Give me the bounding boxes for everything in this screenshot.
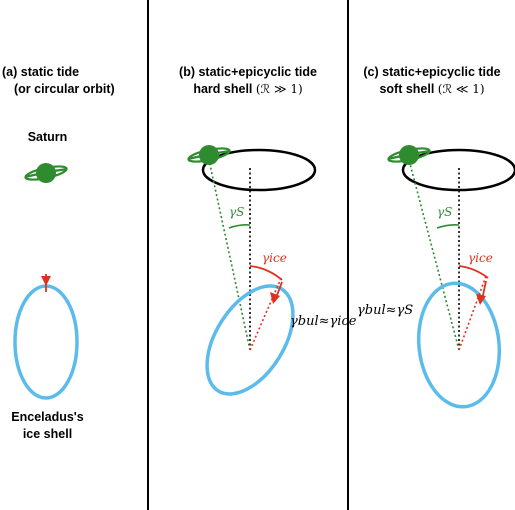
- panel-c-title-line2-row: soft shell (ℛ ≪ 1): [349, 81, 515, 98]
- shell-label-line1: Enceladus's: [11, 410, 84, 424]
- panel-b-title-line2-row: hard shell (ℛ ≫ 1): [149, 81, 347, 98]
- saturn-icon-b: [186, 143, 232, 167]
- gamma-ice-label-b: γice: [262, 251, 287, 265]
- gamma-s-label-b: γS: [229, 205, 245, 219]
- panel-c-title-regime: (ℛ ≪ 1): [437, 82, 485, 96]
- ice-marker-a: [41, 274, 51, 292]
- panel-c-title-line2: soft shell: [379, 82, 435, 96]
- ice-marker-c: [476, 280, 487, 305]
- ice-shell-c: [416, 281, 502, 409]
- gamma-s-arc-c: [436, 224, 460, 229]
- panel-b-title-line1: (b) static+epicyclic tide: [179, 65, 317, 79]
- panel-divider-right: [347, 0, 349, 510]
- panel-b-title: (b) static+epicyclic tide hard shell (ℛ …: [149, 64, 347, 98]
- panel-a-title-line2: (or circular orbit): [14, 82, 115, 96]
- panel-a-title-line1: (a) static tide: [2, 65, 80, 79]
- ice-marker-b: [270, 281, 283, 304]
- panel-c-title: (c) static+epicyclic tide soft shell (ℛ …: [349, 64, 515, 98]
- orbit-c: [401, 148, 515, 192]
- ice-shell-b: [205, 284, 295, 396]
- relation-label-b: γbul≈γice: [290, 314, 357, 329]
- saturn-direction-line-b: [208, 159, 251, 351]
- panel-a-title: (a) static tide (or circular orbit): [0, 64, 147, 98]
- saturn-direction-line-c: [408, 159, 460, 351]
- gamma-ice-arc-c: [458, 265, 489, 279]
- gamma-ice-label-c: γice: [468, 251, 493, 265]
- saturn-icon: [23, 161, 69, 185]
- gamma-s-label-c: γS: [437, 205, 453, 219]
- panel-b-title-regime: (ℛ ≫ 1): [255, 82, 303, 96]
- saturn-label: Saturn: [27, 130, 68, 144]
- panel-c-title-line1: (c) static+epicyclic tide: [363, 65, 501, 79]
- gamma-s-arc-b: [228, 224, 251, 229]
- shell-label-line2: ice shell: [22, 427, 73, 441]
- shell-label: Enceladus's ice shell: [0, 409, 95, 443]
- ice-shell-a: [13, 284, 79, 400]
- orbit-b: [201, 148, 317, 192]
- panel-b-title-line2: hard shell: [193, 82, 253, 96]
- panel-divider-left: [147, 0, 149, 510]
- gamma-ice-arc-b: [249, 265, 283, 281]
- relation-label-c: γbul≈γS: [357, 303, 414, 318]
